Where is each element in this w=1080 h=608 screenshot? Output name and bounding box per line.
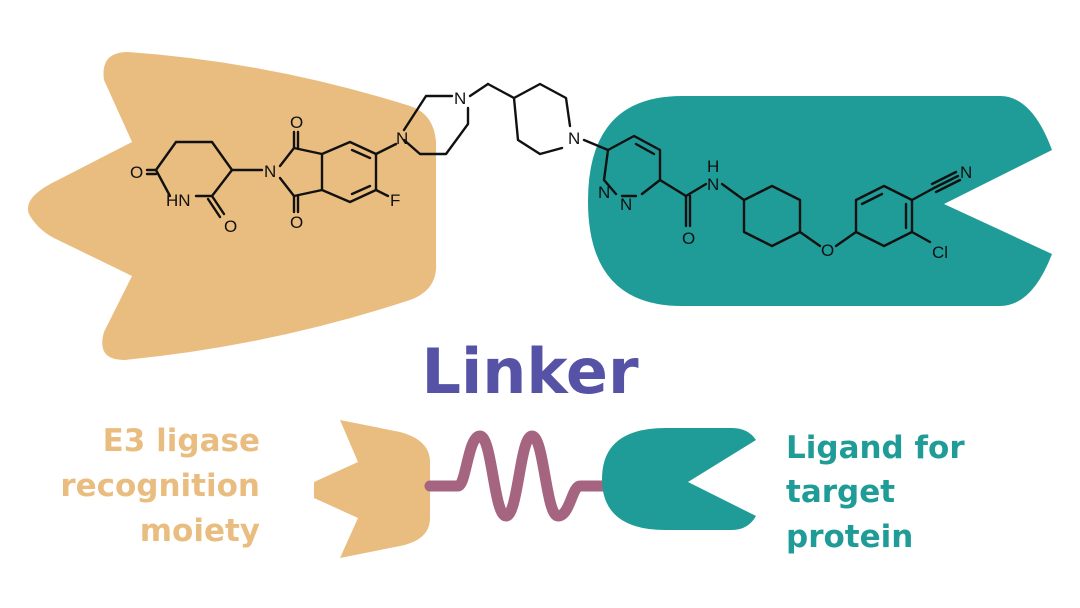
- atom-hn-glutarimide: HN: [166, 191, 191, 210]
- benzo-to-piperazine: [374, 142, 398, 156]
- legend-e3-line-1: E3 ligase: [103, 423, 260, 459]
- piperidine-to-pyridazine: [582, 138, 610, 152]
- atom-labels: O HN O N O O F N N N N N O H N O Cl N: [130, 89, 972, 262]
- ch2-to-piperidine: [486, 82, 516, 100]
- phthalimide-ring: [278, 146, 324, 198]
- legend-target-line-3: protein: [786, 519, 913, 555]
- aryl-to-cl: [910, 230, 932, 244]
- legend-e3-line-3: moiety: [140, 513, 260, 549]
- atom-o-amide: O: [682, 229, 695, 248]
- nh-to-cyclohexane: [720, 182, 746, 202]
- atom-o-ether: O: [821, 241, 834, 260]
- atom-cl: Cl: [932, 243, 948, 262]
- benzo-double-1: [350, 148, 372, 160]
- glutarimide-co-2b: [206, 197, 222, 219]
- benzo-ring: [320, 140, 378, 204]
- legend-e3-line-2: recognition: [60, 468, 260, 504]
- aryl-to-cn: [910, 186, 936, 202]
- atom-n-phthalimide: N: [264, 162, 276, 181]
- pyridazine-double-1: [634, 142, 656, 156]
- legend-target-line-1: Ligand for: [786, 430, 965, 466]
- aryl-double-1: [860, 192, 884, 206]
- target-ligand-shape-small: [602, 428, 756, 530]
- atom-n-pyridazine-1: N: [598, 183, 610, 202]
- atom-n-piperazine-right: N: [454, 89, 466, 108]
- legend-target-line-2: target: [786, 474, 895, 510]
- atom-o-glutarimide-left: O: [130, 163, 143, 182]
- atom-n-piperidine: N: [568, 129, 580, 148]
- molecule-structure: [145, 82, 962, 248]
- glutarimide-co-2: [210, 194, 226, 216]
- e3-ligase-shape-small: [314, 420, 430, 558]
- atom-n-pyridazine-2: N: [620, 195, 632, 214]
- linker-title: Linker: [421, 335, 639, 408]
- piperazine-ring: [402, 94, 470, 156]
- cyclohexane-to-o: [798, 230, 822, 248]
- piperidine-ring: [512, 82, 572, 156]
- atom-n-amide: N: [707, 175, 719, 194]
- benzo-double-2: [350, 184, 372, 196]
- atom-f: F: [390, 191, 400, 210]
- linker-wave: [424, 430, 612, 522]
- o-to-aryl: [834, 230, 858, 248]
- atom-n-piperazine-left: N: [396, 129, 408, 148]
- nitrile-triple-2: [930, 170, 958, 186]
- pyridazine-ring: [602, 134, 662, 196]
- target-ligand-shape-large: [588, 96, 1052, 306]
- piperazine-to-ch2: [468, 82, 490, 98]
- atom-o-phthalimide-bottom: O: [290, 213, 303, 232]
- nitrile-triple-1: [932, 174, 960, 190]
- benzo-to-f: [374, 188, 390, 198]
- atom-o-glutarimide-bottom: O: [224, 217, 237, 236]
- atom-o-phthalimide-top: O: [290, 113, 303, 132]
- pyridazine-to-carbonyl: [658, 178, 688, 198]
- carbonyl-to-nh: [684, 182, 708, 198]
- atom-n-nitrile: N: [960, 163, 972, 182]
- e3-ligase-shape-large: [27, 52, 437, 360]
- atom-h-amide: H: [707, 157, 719, 176]
- nitrile-triple-3: [934, 178, 962, 194]
